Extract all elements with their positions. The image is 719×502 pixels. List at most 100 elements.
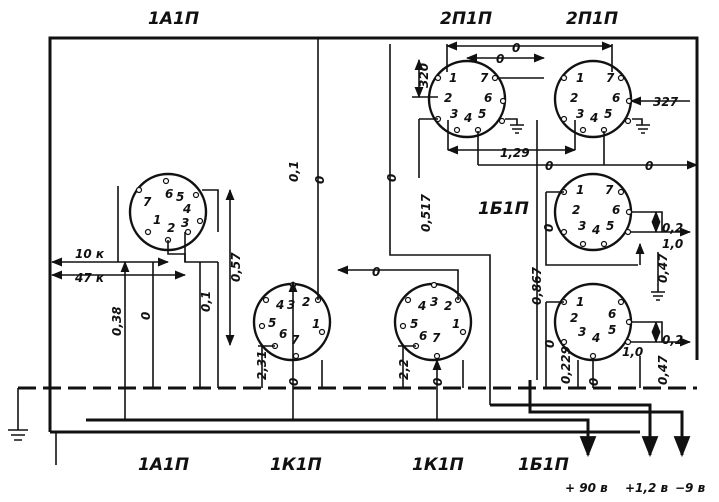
k1p1-pin-2: 2	[302, 295, 310, 309]
label-b1-0v: 0	[542, 224, 556, 232]
a1p-pin-7: 7	[143, 195, 152, 209]
b1p1-pin-3: 3	[578, 219, 586, 233]
label-a1-057: 0,57	[229, 252, 243, 282]
chassis-outline	[48, 36, 699, 465]
label-k1b-0a: 0	[372, 265, 380, 279]
b1p1-pin-5: 5	[606, 219, 614, 233]
socket-b1p-lower: 1 6 2 5 3 4	[553, 282, 633, 362]
a1p-pin-2: 2	[167, 221, 175, 235]
supply-label-minus9: −9 в	[675, 481, 706, 495]
supply-bus-9v	[528, 380, 691, 458]
p1p2-pin-3: 3	[576, 107, 584, 121]
label-p1-0top: 0	[512, 41, 520, 55]
title-k1p-bottom-1: 1К1П	[270, 455, 322, 475]
b1p-upper-leads	[545, 191, 692, 301]
p1p1-pin-2: 2	[444, 91, 452, 105]
b1p1-pin-1: 1	[576, 183, 584, 197]
k1p2-pin-4: 4	[417, 299, 426, 313]
p1p2-pin-5: 5	[604, 107, 612, 121]
title-b1p-mid: 1Б1П	[478, 199, 529, 219]
k1p1-pin-1: 1	[312, 317, 320, 331]
p1p2-pin-2: 2	[570, 91, 578, 105]
p1p2-pin-4: 4	[589, 111, 598, 125]
title-a1p-bottom: 1А1П	[138, 455, 189, 475]
k1p2-pin-5: 5	[410, 317, 418, 331]
p1p2-pin-7: 7	[606, 71, 615, 85]
supply-bus-90v	[86, 418, 597, 458]
b1p2-pin-3: 3	[578, 325, 586, 339]
a1p-pin-6: 6	[165, 187, 173, 201]
title-b1p-bottom: 1Б1П	[518, 455, 569, 475]
label-b1l-0b: 0	[587, 378, 601, 386]
a1p-leads	[50, 186, 235, 420]
k1p1-pin-7: 7	[291, 333, 300, 347]
b1p2-pin-4: 4	[591, 331, 600, 345]
p1p2-pin-6: 6	[612, 91, 620, 105]
socket-b1p-upper: 1 7 2 6 3 4 5	[553, 172, 633, 252]
b1p1-pin-4: 4	[591, 223, 600, 237]
supply-label-plus12: +1,2 в	[625, 481, 668, 495]
label-k1b-0h: 0	[385, 174, 399, 182]
b1p1-pin-2: 2	[572, 203, 580, 217]
socket-p1p-1: 1 7 2 6 3 4 5	[427, 59, 507, 139]
label-a1-01: 0,1	[199, 291, 213, 312]
label-p1-0mid: 0	[496, 52, 504, 66]
title-k1p-bottom-2: 1К1П	[412, 455, 464, 475]
k1p2-pin-3: 3	[430, 295, 438, 309]
label-b1l-0229: 0,229	[559, 346, 573, 384]
label-k1a-231: 2,31	[255, 350, 269, 380]
socket-k1p-2: 4 3 2 5 6 7 1	[393, 281, 473, 362]
k1p1-pin-4: 4	[275, 298, 284, 312]
k1p2-pin-6: 6	[419, 329, 427, 343]
label-k1a-01: 0,1	[287, 161, 301, 182]
p1p1-pin-4: 4	[463, 111, 472, 125]
label-b1u-047: 0,47	[656, 253, 670, 283]
title-a1p-top: 1А1П	[148, 9, 199, 29]
ground-rail	[8, 386, 697, 441]
p1p1-pin-6: 6	[484, 91, 492, 105]
label-p1-320: 320	[417, 63, 431, 88]
k1p1-pin-5: 5	[268, 316, 276, 330]
label-a1-0: 0	[139, 312, 153, 320]
b1p2-pin-5: 5	[608, 323, 616, 337]
label-p1-0bot: 0	[545, 159, 553, 173]
p1p1-pin-5: 5	[478, 107, 486, 121]
label-b1l-0: 0	[543, 340, 557, 348]
label-p1-327: 327	[653, 95, 679, 109]
p1p1-pin-3: 3	[450, 107, 458, 121]
p1p2-pin-1: 1	[576, 71, 584, 85]
label-b1l-047: 0,47	[656, 355, 670, 385]
b1p2-pin-6: 6	[608, 307, 616, 321]
b1p2-pin-2: 2	[570, 311, 578, 325]
label-k1a-0b: 0	[287, 378, 301, 386]
p1p1-pin-7: 7	[480, 71, 489, 85]
k1p2-leads	[336, 44, 491, 420]
k1p1-leads	[258, 38, 323, 420]
b1p-lower-leads	[545, 301, 692, 388]
k1p2-pin-1: 1	[452, 317, 460, 331]
k1p1-pin-6: 6	[279, 327, 287, 341]
label-b1u-02: 0,2	[662, 221, 683, 235]
label-k1b-22: 2,2	[397, 359, 411, 380]
label-b1l-10: 1,0	[622, 345, 643, 359]
p1p-leads	[412, 41, 699, 380]
k1p2-pin-7: 7	[432, 331, 441, 345]
p1p1-pin-1: 1	[449, 71, 457, 85]
title-p1p-top-left: 2П1П	[440, 9, 492, 29]
a1p-pin-1: 1	[153, 213, 161, 227]
label-10k: 10 к	[75, 247, 105, 261]
label-b1u-10: 1,0	[662, 237, 683, 251]
label-a1-038: 0,38	[110, 306, 124, 336]
label-b1-0867: 0,867	[530, 266, 544, 305]
label-p1-0right: 0	[645, 159, 653, 173]
supply-bus-12v	[490, 403, 659, 458]
k1p2-pin-2: 2	[444, 299, 452, 313]
supply-label-plus90: + 90 в	[565, 481, 608, 495]
label-b1l-02: 0,2	[662, 333, 683, 347]
b1p1-pin-6: 6	[612, 203, 620, 217]
label-k1b-0517: 0,517	[419, 193, 433, 232]
b1p1-pin-7: 7	[605, 183, 614, 197]
title-p1p-top-right: 2П1П	[566, 9, 618, 29]
socket-p1p-2: 1 7 2 6 3 4 5	[553, 59, 633, 139]
